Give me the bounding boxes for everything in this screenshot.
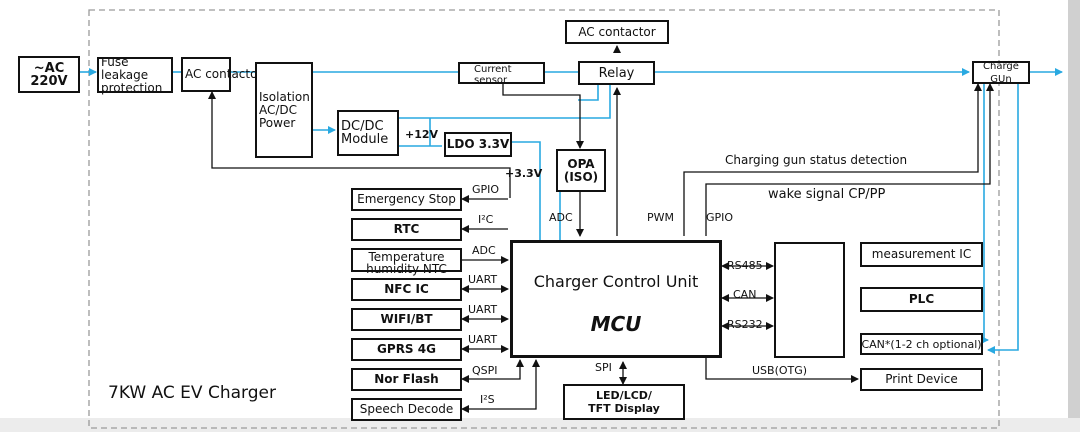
wake-signal-label: wake signal CP/PP xyxy=(768,187,886,202)
display-box: LED/LCD/ TFT Display xyxy=(563,384,685,420)
bottom-band xyxy=(0,418,1080,432)
i2s-label: I²S xyxy=(480,393,495,406)
mcu-subtitle: MCU xyxy=(590,312,642,336)
qspi-label: QSPI xyxy=(472,364,498,377)
ac-input-box: ~AC 220V xyxy=(18,56,80,93)
rtc-box: RTC xyxy=(351,218,462,241)
dcdc-module-box: DC/DC Module xyxy=(337,110,399,156)
system-boundary xyxy=(88,9,1000,429)
gpio-mcu-label: GPIO xyxy=(706,211,734,224)
speech-decode-box: Speech Decode xyxy=(351,398,462,421)
uart-label-3: UART xyxy=(468,333,498,346)
temp-humidity-box: Temperature humidity NTC xyxy=(351,248,462,275)
opa-iso-box: OPA (ISO) xyxy=(556,149,606,192)
signal-path xyxy=(208,45,994,413)
nfc-ic-box: NFC IC xyxy=(351,278,462,301)
pwm-label: PWM xyxy=(647,211,675,224)
gun-status-label: Charging gun status detection xyxy=(725,153,908,167)
uart-label-2: UART xyxy=(468,303,498,316)
nor-flash-box: Nor Flash xyxy=(351,368,462,391)
adc-opa-label: ADC xyxy=(549,211,573,224)
v33-label: +3.3V xyxy=(505,167,543,180)
can-label: CAN xyxy=(733,288,757,301)
v12-label: +12V xyxy=(405,128,439,141)
ldo-box: LDO 3.3V xyxy=(444,132,512,157)
interface-hub-box xyxy=(774,242,845,358)
gprs-4g-box: GPRS 4G xyxy=(351,338,462,361)
uart-label-1: UART xyxy=(468,273,498,286)
measurement-ic-box: measurement IC xyxy=(860,242,983,267)
charge-gun-box: Charge GUn xyxy=(972,61,1030,85)
i2c-label: I²C xyxy=(478,213,494,226)
current-sensor-box: Current sensor xyxy=(458,62,545,86)
rs485-label: RS485 xyxy=(727,259,763,272)
power-path xyxy=(80,68,1063,354)
gpio-estop-label: GPIO xyxy=(472,183,500,196)
fuse-leakage-box: Fuse leakage protection xyxy=(97,55,173,94)
mcu-title: Charger Control Unit xyxy=(533,272,699,291)
print-device-box: Print Device xyxy=(860,368,983,391)
emergency-stop-box: Emergency Stop xyxy=(351,188,462,211)
can-optional-box: CAN*(1-2 ch optional) xyxy=(860,333,983,355)
adc-temp-label: ADC xyxy=(472,244,496,257)
ac-contactor-top-box: AC contactor xyxy=(565,20,669,44)
relay-box: Relay xyxy=(578,61,655,85)
right-band xyxy=(1068,0,1080,432)
isolation-acdc-box: Isolation AC/DC Power xyxy=(255,62,313,158)
ac-contactor-input-box: AC contactor xyxy=(181,57,262,92)
wifi-bt-box: WIFI/BT xyxy=(351,308,462,331)
plc-box: PLC xyxy=(860,287,983,312)
spi-label: SPI xyxy=(595,361,612,374)
mcu-box: Charger Control Unit MCU xyxy=(510,240,722,358)
title-label: 7KW AC EV Charger xyxy=(108,383,276,403)
rs232-label: RS232 xyxy=(727,318,763,331)
usb-otg-label: USB(OTG) xyxy=(752,364,808,377)
